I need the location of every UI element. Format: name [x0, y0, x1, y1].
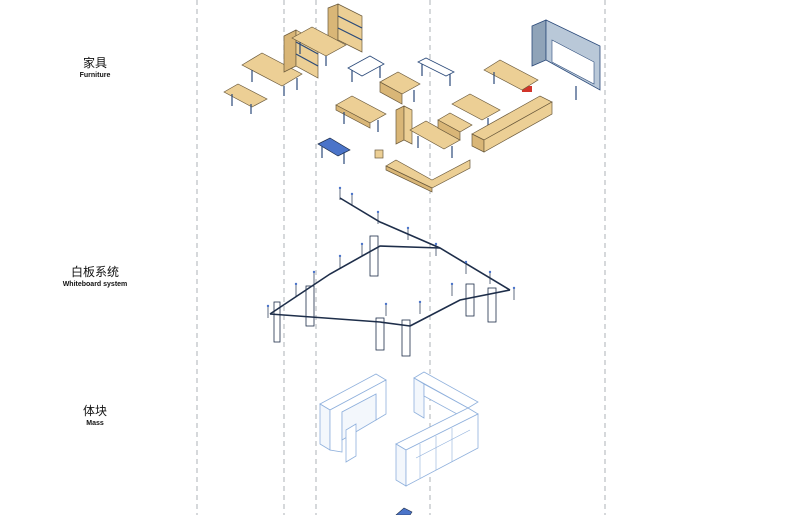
shelving-2: [327, 3, 363, 53]
meeting-table-5: [409, 120, 461, 158]
whiteboard-panel: [273, 301, 281, 343]
narrow-desk: [417, 57, 455, 86]
meeting-table-2: [291, 26, 347, 66]
layer-title-zh: 家具: [82, 56, 107, 70]
meeting-table-3: [335, 95, 387, 132]
low-shelf: [437, 112, 473, 141]
whiteboard-panel: [401, 319, 411, 357]
whiteboard-panel: [375, 317, 385, 351]
layer-label-furniture: 家具 Furniture: [50, 56, 140, 81]
long-counter: [471, 86, 553, 153]
upper-desk: [483, 59, 539, 91]
mass-block-left: [319, 373, 387, 463]
projection-guides: [196, 0, 606, 515]
rod-caps: [266, 186, 516, 308]
sofa: [385, 159, 471, 193]
meeting-table-4: [379, 71, 421, 105]
meeting-table-1: [241, 52, 303, 96]
bench: [347, 55, 385, 82]
layer-title-en: Whiteboard system: [62, 281, 128, 288]
red-accent: [522, 86, 532, 92]
layer-title-zh: 白板系统: [70, 265, 119, 279]
cabinet-1: [395, 105, 413, 145]
next-layer-hint: [395, 507, 413, 515]
small-stool: [374, 149, 384, 159]
blue-chair: [317, 137, 351, 164]
side-table: [223, 83, 268, 114]
whiteboard-panel: [305, 285, 315, 327]
whiteboard-panel: [465, 283, 475, 317]
mass-block-right: [395, 371, 479, 487]
layer-label-whiteboard: 白板系统 Whiteboard system: [50, 265, 140, 290]
hanging-rods: [267, 188, 515, 318]
mass-layer: [319, 371, 479, 515]
layer-label-mass: 体块 Mass: [50, 404, 140, 429]
layer-title-zh: 体块: [82, 404, 107, 418]
whiteboard-layer: [266, 186, 516, 357]
kitchen-unit: [531, 19, 601, 100]
furniture-layer: [223, 3, 601, 193]
layer-title-en: Furniture: [79, 72, 111, 79]
whiteboard-panel: [487, 287, 497, 323]
whiteboard-panel: [369, 235, 379, 277]
layer-title-en: Mass: [86, 420, 104, 427]
